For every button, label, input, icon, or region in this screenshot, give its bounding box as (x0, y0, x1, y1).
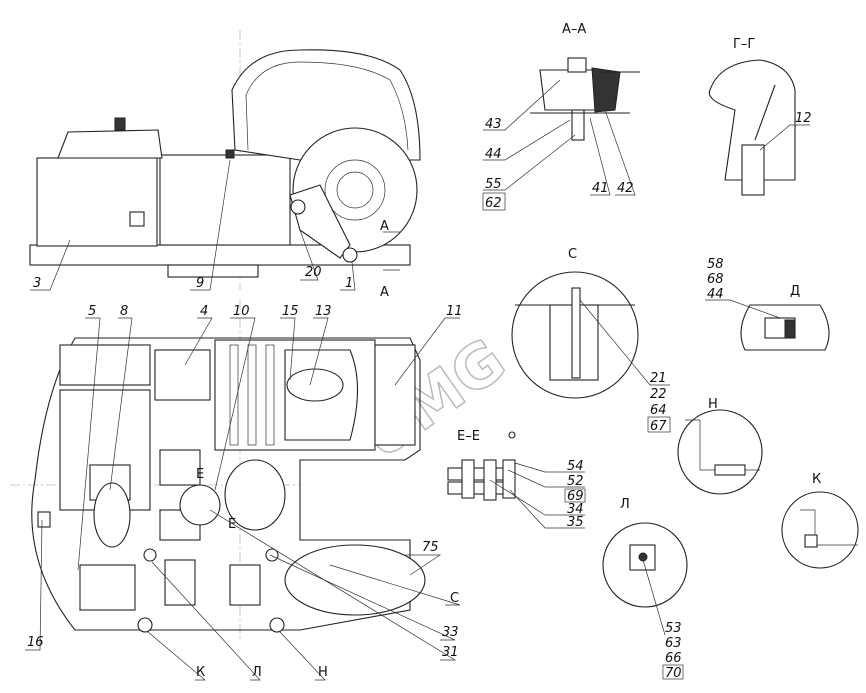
label-3: 3 (33, 276, 41, 291)
detail-h: Н (677, 397, 763, 495)
label-44d: 44 (707, 287, 724, 302)
label-12: 12 (795, 111, 812, 126)
label-13: 13 (315, 304, 332, 319)
label-4: 4 (200, 304, 208, 319)
detail-h-title: Н (708, 397, 718, 412)
section-gg-title: Г–Г (733, 37, 755, 52)
label-41: 41 (592, 181, 609, 196)
detail-c-title: С (568, 247, 577, 262)
label-62: 62 (485, 196, 502, 211)
plan-view: Е Е 5 8 4 10 15 13 11 16 75 33 31 С К Л … (10, 300, 463, 681)
label-52: 52 (567, 474, 584, 489)
label-55: 55 (485, 177, 502, 192)
section-g-g: Г–Г 12 (708, 37, 812, 196)
label-35: 35 (567, 515, 584, 530)
label-33: 33 (442, 625, 459, 640)
label-5: 5 (88, 304, 96, 319)
label-75: 75 (422, 540, 439, 555)
label-53: 53 (665, 621, 682, 636)
label-8: 8 (120, 304, 128, 319)
label-43: 43 (485, 117, 502, 132)
label-22: 22 (650, 387, 667, 402)
label-66: 66 (665, 651, 682, 666)
detail-l: Л 53 63 66 70 (602, 497, 688, 681)
label-69: 69 (567, 489, 584, 504)
detail-c: С 21 22 64 67 (511, 247, 671, 434)
section-mark-a-top: A (380, 219, 389, 234)
section-mark-a-bottom: A (380, 285, 389, 300)
label-42: 42 (617, 181, 634, 196)
label-54: 54 (567, 459, 584, 474)
section-aa-title: А–А (562, 22, 586, 37)
label-63: 63 (665, 636, 682, 651)
callout-e-bottom: Е (228, 517, 236, 532)
side-view: A A 3 9 20 1 (29, 30, 421, 300)
label-44: 44 (485, 147, 502, 162)
label-31: 31 (442, 645, 459, 660)
label-16: 16 (27, 635, 44, 650)
label-34: 34 (567, 502, 584, 517)
callout-e-top: Е (196, 467, 204, 482)
callout-c: С (450, 591, 459, 606)
callout-l: Л (252, 665, 262, 680)
section-ee-title: Е–Е (457, 429, 480, 444)
detail-d: 58 68 44 Д (705, 257, 830, 351)
detail-k: К (781, 472, 859, 569)
label-21: 21 (650, 371, 667, 386)
label-70: 70 (665, 666, 682, 681)
label-68: 68 (707, 272, 724, 287)
label-10: 10 (233, 304, 250, 319)
label-11: 11 (446, 304, 463, 319)
label-67: 67 (650, 419, 667, 434)
detail-d-title: Д (790, 284, 800, 299)
section-e-e: Е–Е 54 52 69 34 35 (447, 429, 586, 530)
label-64: 64 (650, 403, 667, 418)
label-20: 20 (305, 265, 322, 280)
section-a-a: А–А 43 44 55 62 41 42 (482, 22, 640, 211)
detail-k-title: К (812, 472, 821, 487)
label-58: 58 (707, 257, 724, 272)
label-15: 15 (282, 304, 299, 319)
label-9: 9 (196, 276, 204, 291)
detail-l-title: Л (620, 497, 630, 512)
callout-h: Н (318, 665, 328, 680)
callout-k: К (196, 665, 205, 680)
label-1: 1 (345, 276, 353, 291)
